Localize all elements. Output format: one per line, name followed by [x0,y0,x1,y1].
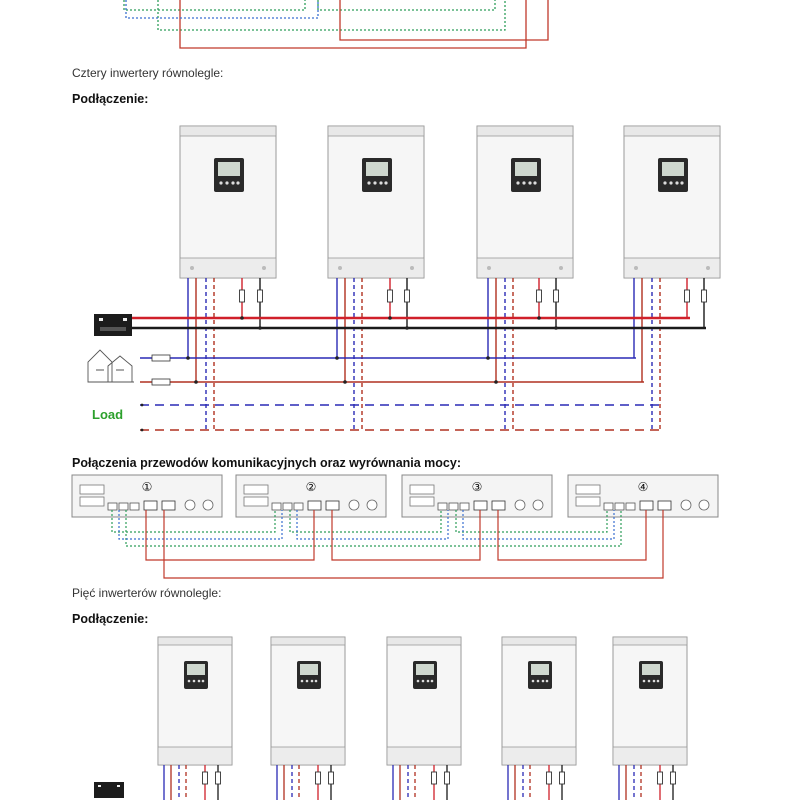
unit-number-2: ② [306,480,317,494]
five-inverter-wiring [163,765,674,800]
load-terminal-marks [140,403,144,432]
unit-number-1: ① [142,480,153,494]
dc-battery-bus [132,316,706,330]
inverter-drop-wires [187,278,705,430]
battery-icon [94,314,132,336]
unit-number-labels: ① ② ③ ④ [142,480,649,494]
utility-grid-icon [87,349,134,383]
bus-junctions [186,316,558,384]
load-label: Load [92,407,124,422]
inverter-3 [476,125,574,279]
section-five-title: Pięć inwerterów równolegle: [72,586,222,600]
section-four-title: Cztery inwertery równolegle: [72,66,224,80]
five-inverter-battery-icon [94,782,124,798]
ac-input-breakers [151,354,171,386]
inverter-1 [179,125,277,279]
inverter-5-1 [157,636,233,766]
inverter-2 [327,125,425,279]
section-four-connection-heading: Podłączenie: [72,92,149,106]
inverter-5-5 [612,636,688,766]
inverter-4 [623,125,721,279]
section-five-connection-heading: Podłączenie: [72,612,149,626]
ac-input-bus [140,357,644,383]
battery-fuses [239,289,707,303]
comm-wiring-heading: Połączenia przewodów komunikacyjnych ora… [72,456,461,470]
previous-section-wiring [123,0,549,49]
unit-number-3: ③ [472,480,483,494]
inverter-5-3 [386,636,462,766]
inverter-5-2 [270,636,346,766]
comm-wiring [111,510,664,579]
ac-output-bus [140,404,662,431]
inverter-5-4 [501,636,577,766]
unit-number-4: ④ [638,480,649,494]
five-inverter-fuses [202,771,676,785]
